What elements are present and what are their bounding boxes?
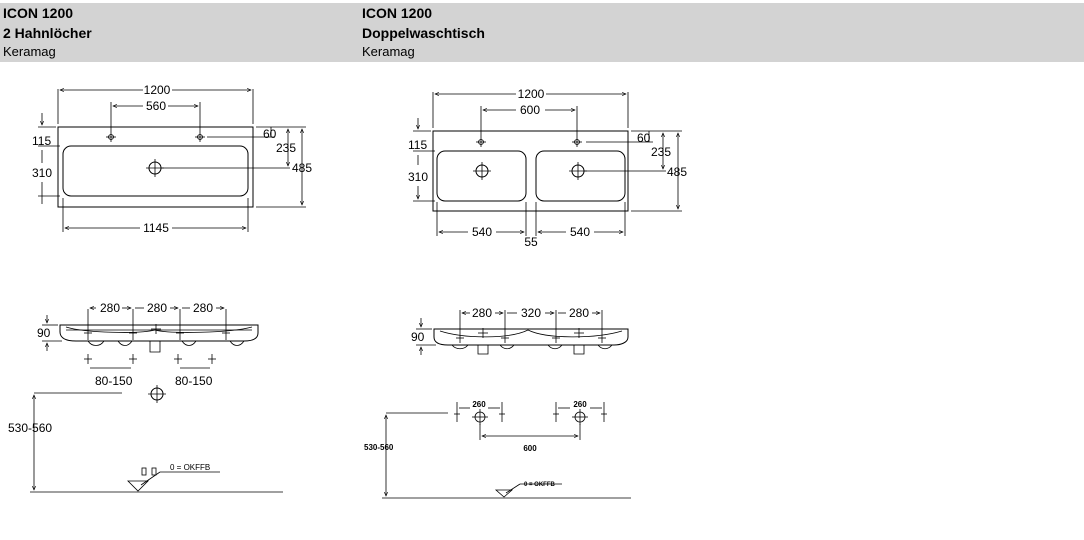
right-product-header: ICON 1200 Doppelwaschtisch Keramag bbox=[362, 3, 485, 61]
right-dim-310: 310 bbox=[408, 170, 428, 184]
right-subtitle: Doppelwaschtisch bbox=[362, 25, 485, 41]
right-installation: 530-560 260 260 600 0 = OKFFB bbox=[364, 400, 631, 499]
right-drain-left bbox=[473, 162, 491, 180]
left-brand: Keramag bbox=[3, 44, 56, 59]
left-side-view: 280 280 280 90 80-150 80-150 bbox=[37, 301, 259, 403]
right-side-dim-280-a: 280 bbox=[472, 306, 492, 320]
left-basin-outline bbox=[57, 126, 254, 208]
left-dim-560: 560 bbox=[146, 99, 166, 113]
right-install-drain-right bbox=[572, 409, 588, 425]
header-band: ICON 1200 2 Hahnlöcher Keramag ICON 1200… bbox=[0, 3, 1084, 62]
left-drain-symbol bbox=[148, 385, 166, 403]
left-dim-1200: 1200 bbox=[144, 83, 171, 97]
right-dim-235: 235 bbox=[651, 145, 671, 159]
left-tap-hole-1 bbox=[106, 132, 116, 142]
right-dim-1200: 1200 bbox=[518, 87, 545, 101]
left-dim-310: 310 bbox=[32, 166, 52, 180]
left-side-dim-90: 90 bbox=[37, 326, 51, 340]
right-title: ICON 1200 bbox=[362, 5, 433, 21]
left-side-dim-280-a: 280 bbox=[100, 301, 120, 315]
right-dim-540-a: 540 bbox=[472, 225, 492, 239]
left-installation: 530-560 0 = OKFFB bbox=[8, 392, 283, 493]
right-dim-60: 60 bbox=[637, 131, 651, 145]
left-subtitle: 2 Hahnlöcher bbox=[3, 25, 92, 41]
right-dim-115: 115 bbox=[408, 138, 427, 152]
left-dim-60: 60 bbox=[263, 127, 277, 141]
right-install-260-b: 260 bbox=[573, 400, 587, 409]
right-basin-bowl-right bbox=[535, 150, 626, 202]
left-side-dim-280-c: 280 bbox=[193, 301, 213, 315]
left-side-dim-280-b: 280 bbox=[147, 301, 167, 315]
right-install-260-a: 260 bbox=[472, 400, 486, 409]
right-dim-600: 600 bbox=[520, 103, 540, 117]
right-install-drain-left bbox=[472, 409, 488, 425]
right-side-dim-320: 320 bbox=[521, 306, 541, 320]
right-dim-540-b: 540 bbox=[570, 225, 590, 239]
left-install-530-560: 530-560 bbox=[8, 421, 52, 435]
left-dim-115: 115 bbox=[32, 134, 51, 148]
right-side-dim-280-b: 280 bbox=[569, 306, 589, 320]
left-basin-bowl bbox=[62, 145, 249, 197]
right-install-530-560: 530-560 bbox=[364, 443, 394, 452]
left-title: ICON 1200 bbox=[3, 5, 74, 21]
right-install-600: 600 bbox=[523, 444, 537, 453]
right-basin-side bbox=[433, 328, 629, 346]
left-drain bbox=[146, 159, 290, 177]
left-dim-235: 235 bbox=[276, 141, 296, 155]
right-side-view: 280 320 280 90 bbox=[411, 306, 629, 355]
right-tap-hole-2 bbox=[572, 137, 582, 147]
left-tap-hole-2 bbox=[195, 132, 205, 142]
right-floor-label: 0 = OKFFB bbox=[524, 482, 556, 488]
left-top-view: 1200 560 1145 115 310 60 235 485 bbox=[32, 83, 312, 235]
right-top-view: 1200 600 540 55 540 115 310 60 235 485 bbox=[408, 87, 687, 249]
right-drain-right bbox=[569, 162, 666, 180]
left-product-header: ICON 1200 2 Hahnlöcher Keramag bbox=[3, 3, 92, 61]
right-brand: Keramag bbox=[362, 44, 415, 59]
right-dim-55: 55 bbox=[524, 235, 538, 249]
left-range-80-150-b: 80-150 bbox=[175, 374, 213, 388]
left-floor-label: 0 = OKFFB bbox=[170, 463, 210, 472]
left-dim-1145: 1145 bbox=[143, 221, 169, 235]
right-dim-485: 485 bbox=[667, 165, 687, 179]
left-range-80-150-a: 80-150 bbox=[95, 374, 133, 388]
left-side-taps bbox=[84, 309, 230, 340]
right-side-dim-90: 90 bbox=[411, 330, 425, 344]
left-dim-485: 485 bbox=[292, 161, 312, 175]
right-side-taps bbox=[456, 310, 606, 343]
right-tap-hole-1 bbox=[476, 137, 486, 147]
right-basin-bowl-left bbox=[436, 150, 527, 202]
